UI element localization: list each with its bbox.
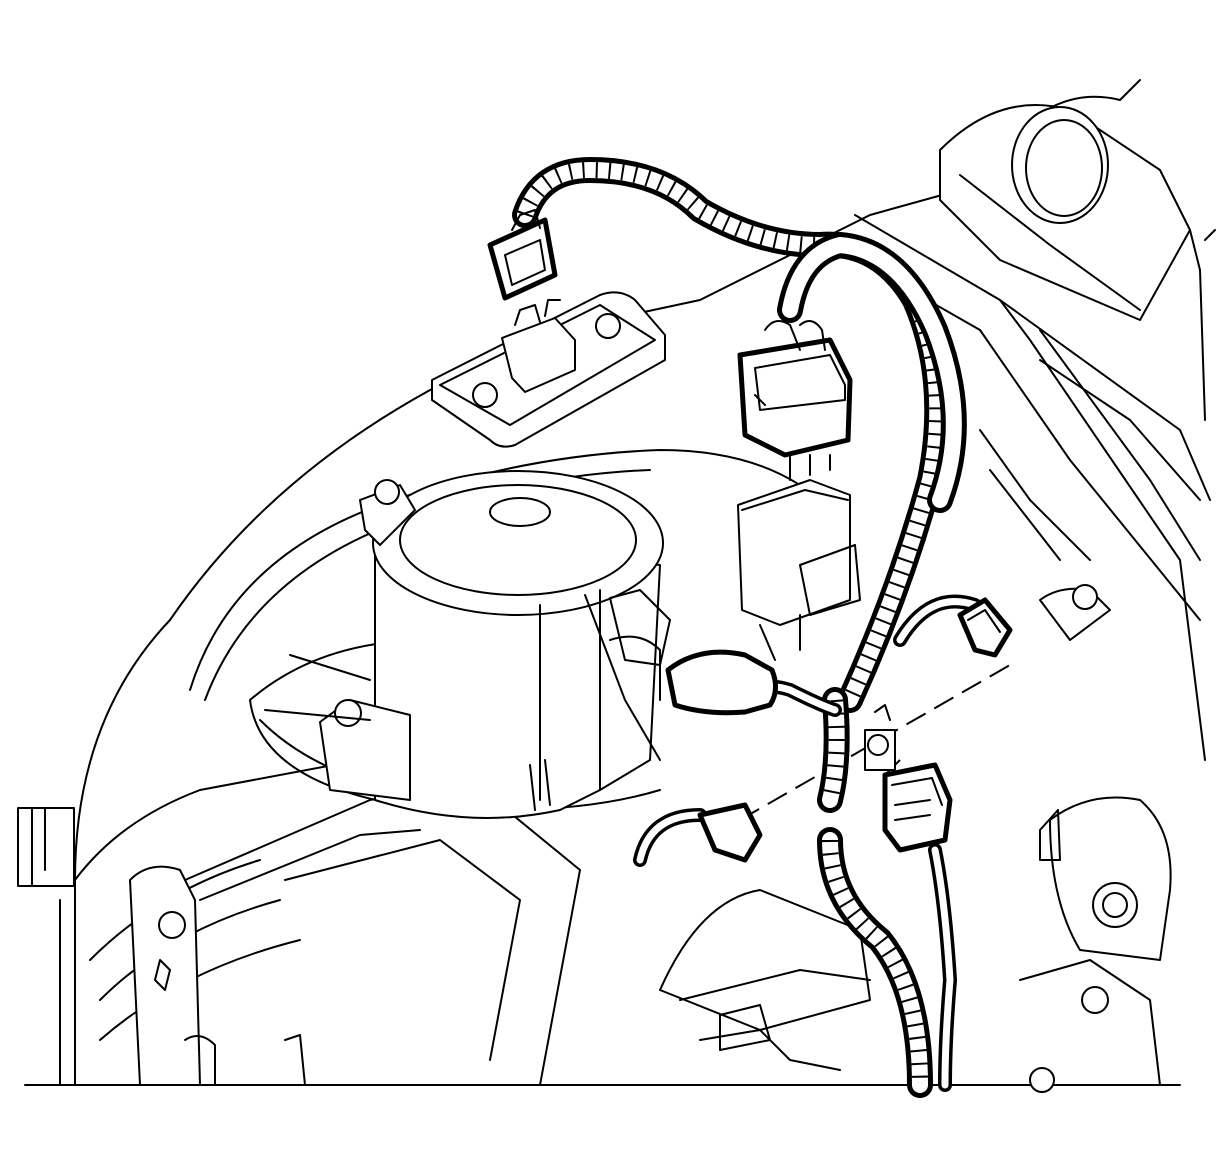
side-connector-upper xyxy=(957,597,1013,658)
wiring-harness xyxy=(512,157,982,1098)
relay-connector xyxy=(737,454,861,661)
hvac-housing xyxy=(17,79,1216,1093)
harness-grommet xyxy=(665,649,778,716)
resistor-harness-connector xyxy=(487,209,558,301)
lower-left-connector xyxy=(697,802,763,863)
blower-resistor xyxy=(431,291,666,448)
side-connector-lower xyxy=(882,762,953,853)
blower-motor-connector xyxy=(737,320,853,458)
blower-motor xyxy=(264,470,671,819)
small-clip xyxy=(864,704,896,771)
